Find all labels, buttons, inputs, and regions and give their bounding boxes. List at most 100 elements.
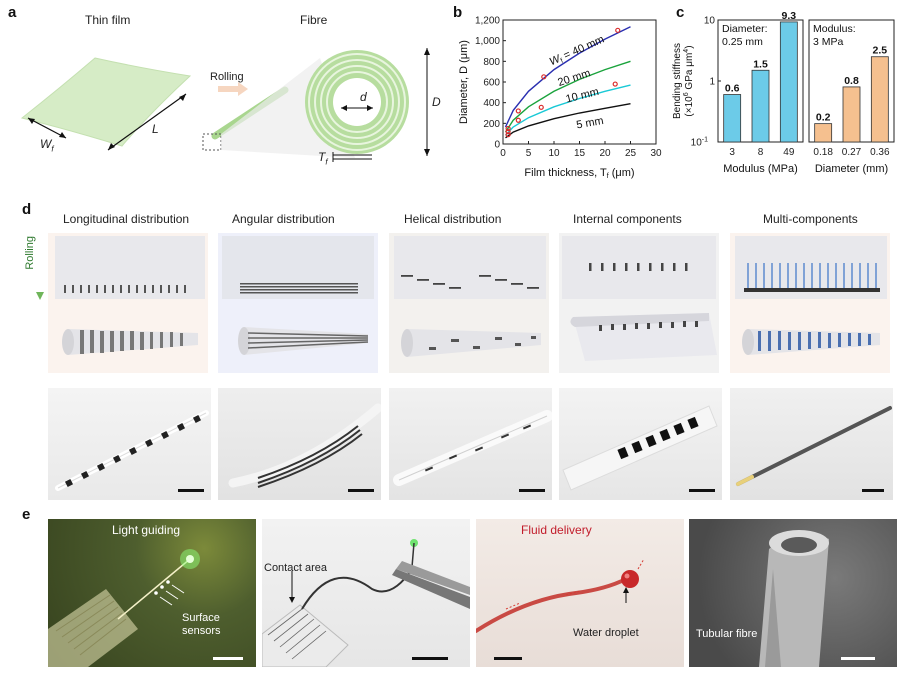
thin-film-sheet	[20, 57, 192, 147]
chart-c-ylabel-part: 6	[683, 92, 690, 96]
rolling-text: Rolling	[210, 71, 244, 83]
panel-e-label: e	[22, 506, 31, 523]
chart-c-bar-label: 0.6	[725, 83, 740, 95]
schematic-multi	[730, 233, 890, 373]
chart-c-ytick-base: 10	[691, 138, 703, 149]
chart-b-ytick-label: 1,200	[475, 16, 500, 27]
contact-area-note: Contact area	[264, 562, 327, 574]
chart-b-point	[505, 132, 511, 138]
chart-b-label-20mm: 20 mm	[556, 67, 592, 89]
chart-b-point	[505, 125, 511, 132]
chart-c-bar	[870, 56, 889, 143]
chart-c-ylabel-part: )	[684, 45, 695, 48]
chart-b-point	[538, 104, 544, 110]
chart-b-xlabel-main: Film thickness, T	[524, 167, 607, 179]
photo-contact-area	[262, 519, 470, 667]
wf-label-main: W	[40, 137, 52, 151]
chart-c-ytick-label: 10	[704, 16, 716, 27]
chart-c-bar-label: 1.5	[753, 58, 768, 70]
chart-c-xtick-label: 0.36	[870, 147, 890, 158]
chart-b-ytick-label: 1,000	[475, 36, 500, 47]
tf-label-main: T	[318, 150, 326, 164]
col-title-multi: Multi-components	[763, 212, 858, 226]
chart-b-point	[515, 117, 521, 123]
chart-c-bar	[751, 69, 770, 143]
chart-b-xlabel: Film thickness, Tf (μm)	[524, 167, 634, 180]
col-title-angular: Angular distribution	[232, 212, 335, 226]
fluid-delivery-title: Fluid delivery	[521, 523, 592, 537]
chart-b-point	[612, 81, 618, 87]
fibre-cross-section	[305, 50, 409, 154]
chart-c-group-title-1: Modulus:	[813, 23, 856, 35]
surface-sensors-line2: sensors	[182, 625, 221, 637]
chart-b-xtick-label: 10	[548, 148, 560, 159]
tubular-fibre-note: Tubular fibre	[696, 628, 758, 640]
chart-b-point	[541, 74, 547, 80]
chart-c-bar	[814, 123, 833, 143]
chart-b-ylabel: Diameter, D (μm)	[458, 40, 470, 124]
schematic-helical	[389, 233, 549, 373]
chart-b-xtick-label: 30	[650, 148, 662, 159]
l-label: L	[152, 122, 159, 136]
chart-b-ytick-label: 400	[483, 98, 500, 109]
chart-b-xlabel-sub: f	[607, 173, 609, 180]
photo-longitudinal	[48, 388, 211, 500]
chart-b-ytick-label: 200	[483, 119, 500, 130]
fibre-title: Fibre	[300, 13, 328, 27]
col-title-longitudinal: Longitudinal distribution	[63, 212, 190, 226]
tf-label-sub: f	[325, 157, 328, 167]
chart-c-xtick-label: 8	[758, 147, 764, 158]
chart-b-point	[515, 108, 521, 114]
panel-d-label: d	[22, 201, 32, 218]
panel-a-label: a	[8, 4, 17, 21]
photo-internal	[559, 388, 722, 500]
chart-c-bar-label: 0.2	[816, 112, 831, 124]
chart-b-xlabel-unit: (μm)	[609, 167, 635, 179]
panel-c-label: c	[676, 4, 685, 21]
wf-label: Wf	[40, 137, 54, 153]
light-guiding-title: Light guiding	[112, 523, 181, 537]
chart-c-ylabel-part: 4	[683, 49, 690, 53]
water-droplet-note: Water droplet	[573, 627, 639, 639]
surface-sensors-line1: Surface	[182, 612, 220, 624]
chart-c-group-title-2: 0.25 mm	[722, 36, 763, 48]
l-arrow	[107, 93, 187, 151]
chart-c-bar-label: 9.3	[782, 10, 797, 22]
chart-b-series-line	[504, 84, 631, 136]
chart-b-label-5mm: 5 mm	[575, 115, 604, 132]
chart-c-group-xlabel: Modulus (MPa)	[723, 163, 798, 175]
chart-c-xtick-label: 0.18	[813, 147, 833, 158]
wf-arrow	[27, 117, 67, 139]
photo-multi	[730, 388, 893, 500]
chart-c-group-title-2: 3 MPa	[813, 36, 844, 48]
chart-b-label-40mm-sub: f	[560, 58, 565, 65]
chart-b-label-10mm: 10 mm	[565, 86, 601, 106]
chart-c-ylabel-part: GPa μm	[684, 53, 695, 93]
chart-b-xtick-label: 25	[625, 148, 637, 159]
chart-b-series-line	[504, 26, 631, 128]
photo-tubular-fibre	[689, 519, 897, 667]
chart-c-xtick-label: 49	[783, 147, 795, 158]
chart-b-xtick-label: 20	[599, 148, 611, 159]
chart-c-group-xlabel: Diameter (mm)	[815, 163, 888, 175]
chart-c-bar	[723, 94, 742, 143]
photo-angular	[218, 388, 381, 500]
col-title-helical: Helical distribution	[404, 212, 502, 226]
rolling-vertical-text: Rolling	[24, 236, 36, 270]
col-title-internal: Internal components	[573, 212, 682, 226]
chart-b-point	[615, 27, 621, 33]
chart-c-bar	[779, 21, 798, 143]
chart-b-ytick-label: 800	[483, 57, 500, 68]
photo-fluid-delivery	[476, 519, 684, 667]
chart-b-ytick-label: 600	[483, 78, 500, 89]
chart-b-xtick-label: 15	[574, 148, 586, 159]
chart-c-ytick-exp: -1	[702, 137, 708, 144]
schematic-longitudinal	[48, 233, 208, 373]
chart-c-group-title-1: Diameter:	[722, 23, 768, 35]
schematic-internal	[559, 233, 719, 373]
panel-a-illustration	[20, 48, 430, 162]
rolling-down-arrow	[36, 230, 44, 300]
chart-b-series-line	[504, 60, 631, 133]
